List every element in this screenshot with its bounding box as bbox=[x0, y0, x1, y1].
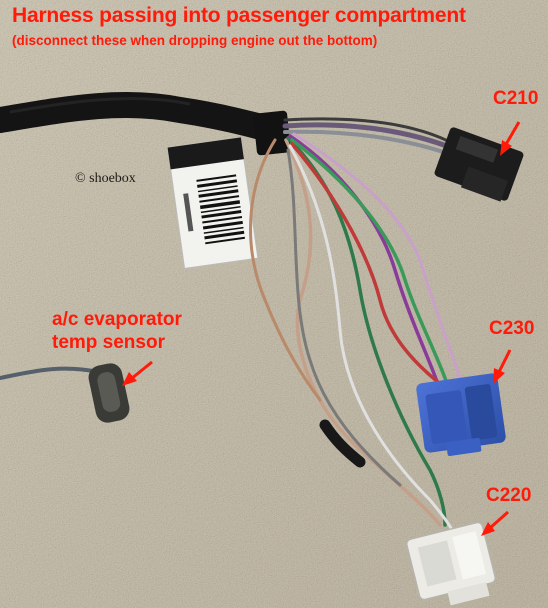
sensor-wire bbox=[0, 366, 100, 380]
label-temp-sensor-line1: a/c evaporator bbox=[52, 309, 182, 330]
barcode-label bbox=[167, 136, 259, 270]
label-c230: C230 bbox=[489, 318, 535, 339]
annotation-arrows bbox=[122, 121, 521, 536]
arrow-c230 bbox=[493, 349, 512, 384]
label-c220: C220 bbox=[486, 485, 532, 506]
tape-collar bbox=[253, 110, 291, 156]
wire-bundle bbox=[249, 117, 467, 532]
harness-trunk bbox=[0, 91, 285, 143]
page-title: Harness passing into passenger compartme… bbox=[12, 4, 466, 27]
page-subtitle: (disconnect these when dropping engine o… bbox=[12, 33, 378, 48]
copyright-credit: © shoebox bbox=[75, 171, 136, 186]
label-temp-sensor: a/c evaporator temp sensor bbox=[52, 308, 182, 354]
connector-c210 bbox=[434, 127, 524, 202]
connector-c230 bbox=[416, 373, 506, 456]
connector-c220 bbox=[405, 521, 497, 606]
label-c210: C210 bbox=[493, 88, 539, 109]
label-temp-sensor-line2: temp sensor bbox=[52, 332, 165, 353]
arrow-c210 bbox=[500, 121, 521, 156]
temp-sensor bbox=[88, 363, 130, 423]
arrow-sensor bbox=[122, 360, 153, 386]
arrow-c220 bbox=[481, 510, 509, 536]
heatshrink bbox=[319, 419, 366, 468]
